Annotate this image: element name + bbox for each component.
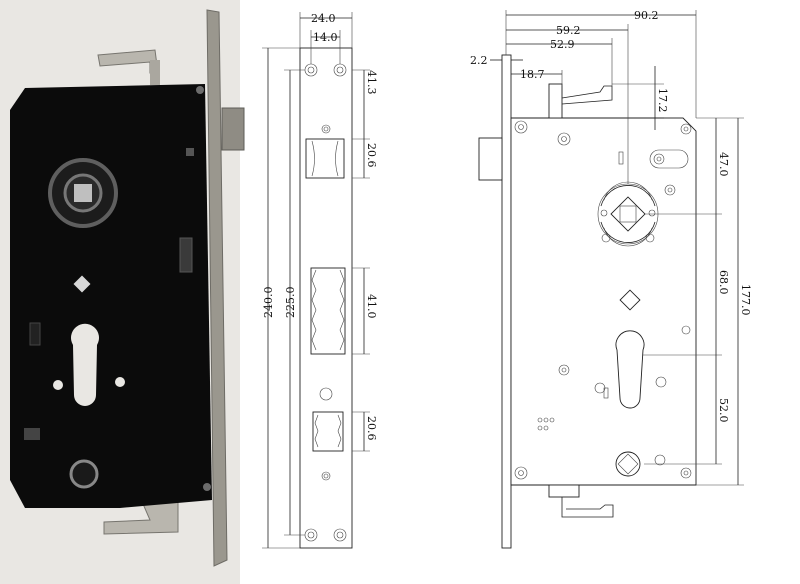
dim-hole-spacing: 14.0 [313, 31, 338, 44]
dim-top-to-tab: 17.2 [656, 88, 669, 113]
dim-cylinder-to-bottom: 52.0 [717, 398, 730, 423]
case-screws [514, 120, 692, 480]
dim-hole-distance: 225.0 [284, 287, 297, 319]
lock-body-drawing: 90.2 59.2 52.9 2.2 18.7 17.2 47.0 68.0 5… [470, 9, 752, 549]
dim-body-height: 177.0 [739, 284, 752, 316]
dim-latch-height: 20.6 [365, 143, 378, 168]
dim-top-to-spindle: 47.0 [717, 152, 730, 177]
dim-backset-spindle: 59.2 [556, 24, 581, 37]
lock-case [510, 117, 697, 486]
cutout-pin-right [655, 376, 667, 388]
bottom-handle-tab [548, 484, 614, 518]
dim-deadbolt-height: 41.0 [365, 294, 378, 319]
dim-spindle-to-cylinder: 68.0 [717, 270, 730, 295]
faceplate-drawing: 24.0 14.0 240.0 225.0 41.3 20.6 41.0 20.… [262, 12, 378, 549]
dim-top-width: 24.0 [311, 12, 336, 25]
lock-photo [0, 0, 245, 584]
dim-plate-thickness: 2.2 [470, 54, 488, 67]
side-latch-capsule [649, 149, 689, 169]
deadbolt-opening [310, 267, 346, 355]
latch-opening [305, 138, 345, 179]
dim-total-length: 240.0 [262, 287, 275, 319]
dim-strike-height: 20.6 [365, 416, 378, 441]
latch-bolt [478, 137, 503, 181]
dim-top-offset: 41.3 [365, 70, 378, 95]
top-handle-tab [548, 83, 613, 119]
dim-overall-width: 90.2 [634, 9, 659, 22]
follower-square-hole [619, 289, 641, 311]
cylinder-cutout [615, 330, 645, 409]
dim-backset: 52.9 [550, 38, 575, 51]
body-faceplate [501, 54, 512, 549]
small-slot [618, 151, 624, 165]
bottom-spindle [615, 451, 666, 477]
aux-latch-opening [312, 411, 344, 452]
dim-latch-projection: 18.7 [520, 68, 545, 81]
